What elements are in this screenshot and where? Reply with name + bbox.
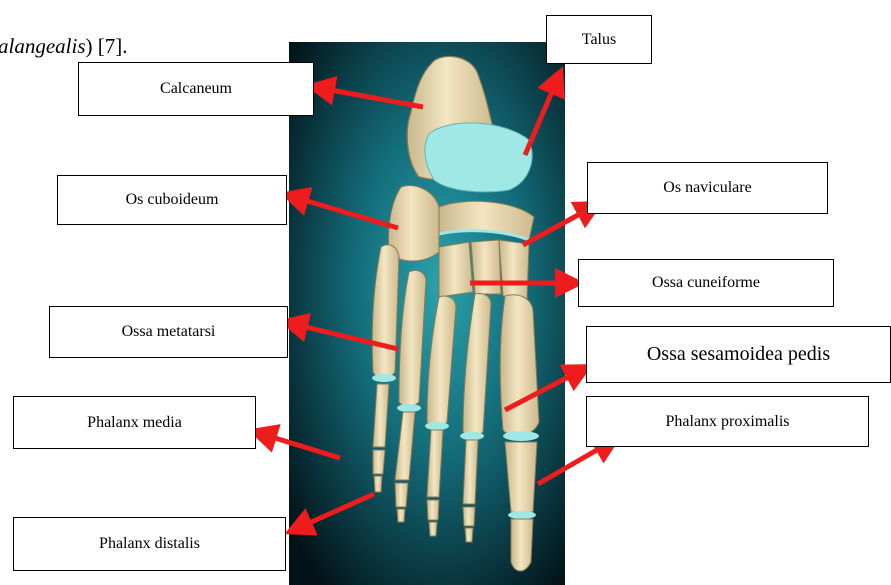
label-phalanx-distalis-text: Phalanx distalis <box>99 535 200 553</box>
label-phalanx-media-text: Phalanx media <box>87 414 182 432</box>
intro-line2: alangealis) [7]. <box>0 32 127 60</box>
label-talus-text: Talus <box>582 31 616 49</box>
label-ossa-sesamoidea-pedis-text: Ossa sesamoidea pedis <box>647 343 830 366</box>
intro-italic: alangealis <box>0 34 86 58</box>
foot-skeleton-figure <box>289 42 565 585</box>
label-os-naviculare-text: Os naviculare <box>663 179 751 197</box>
label-ossa-cuneiforme-text: Ossa cuneiforme <box>652 274 760 292</box>
label-ossa-metatarsi-text: Ossa metatarsi <box>122 323 216 341</box>
label-os-cuboideum: Os cuboideum <box>57 175 287 225</box>
label-ossa-metatarsi: Ossa metatarsi <box>49 306 288 358</box>
intro-rest: ) [7]. <box>86 34 128 58</box>
label-talus: Talus <box>546 15 652 64</box>
label-phalanx-distalis: Phalanx distalis <box>13 517 286 571</box>
label-ossa-cuneiforme: Ossa cuneiforme <box>578 259 834 307</box>
label-ossa-sesamoidea-pedis: Ossa sesamoidea pedis <box>586 326 891 383</box>
label-calcaneum: Calcaneum <box>78 62 314 116</box>
foot-skeleton-illustration <box>289 42 565 585</box>
label-os-cuboideum-text: Os cuboideum <box>126 191 219 209</box>
label-phalanx-proximalis-text: Phalanx proximalis <box>666 413 790 431</box>
label-os-naviculare: Os naviculare <box>587 162 828 214</box>
label-phalanx-media: Phalanx media <box>13 396 256 449</box>
label-phalanx-proximalis: Phalanx proximalis <box>586 396 869 447</box>
label-calcaneum-text: Calcaneum <box>160 80 232 98</box>
